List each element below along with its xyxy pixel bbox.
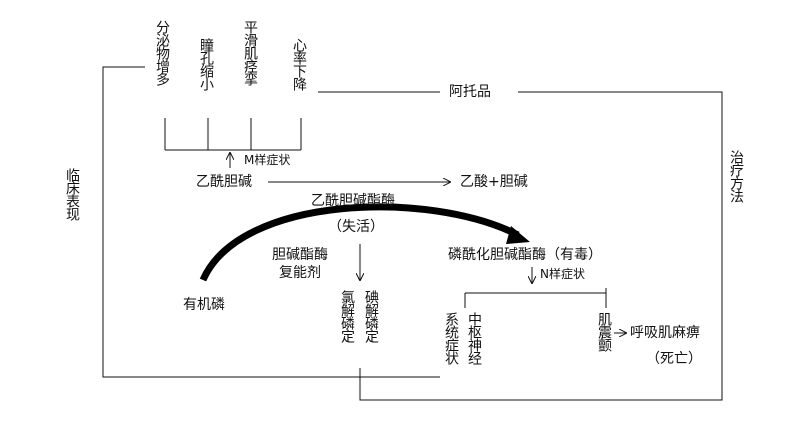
atropine-label: 阿托品 [449,84,491,100]
pralidoxime-iodide: 碘解磷定 [363,290,379,342]
inhibition-curve [199,203,520,282]
organophosphorus-label: 有机磷 [183,297,225,313]
respiratory-paralysis-label: 呼吸肌麻痹 [630,325,700,341]
clinical-bracket [102,66,440,378]
inactivated-label: （失活） [328,219,384,235]
hydrolysis-products: 乙酸+胆碱 [460,174,528,190]
cns-label: 中枢神经 [466,312,482,364]
treatment-label: 治疗方法 [728,150,744,202]
effect-smooth-muscle: 平滑肌痉挛 [242,20,258,85]
treatment-bracket [359,91,723,401]
reactivator-line2: 复能剂 [279,265,321,281]
effect-pupil: 瞳孔缩小 [198,38,214,90]
fasciculation-label: 肌震颤 [596,312,612,351]
systemic-symptoms: 系统症状 [443,312,459,364]
ache-label: 乙酰胆碱酯酶 [311,193,395,209]
effect-secretion: 分泌物增多 [154,20,170,85]
m-symptoms-label: M样症状 [244,153,291,167]
inhibition-arrowhead [506,226,530,244]
clinical-label: 临床表现 [64,168,80,220]
effect-heart-rate: 心率下降 [291,38,307,90]
pralidoxime-chloride: 氯解磷定 [339,290,355,342]
death-label: （死亡） [646,351,702,367]
m-bracket [164,118,302,151]
phosphorylated-ache-label: 磷酰化胆碱酯酶（有毒） [448,247,602,263]
n-symptoms-label: N样症状 [540,267,585,281]
acetylcholine-label: 乙酰胆碱 [196,174,252,190]
n-bracket [464,288,607,308]
reactivator-line1: 胆碱酯酶 [272,247,328,263]
